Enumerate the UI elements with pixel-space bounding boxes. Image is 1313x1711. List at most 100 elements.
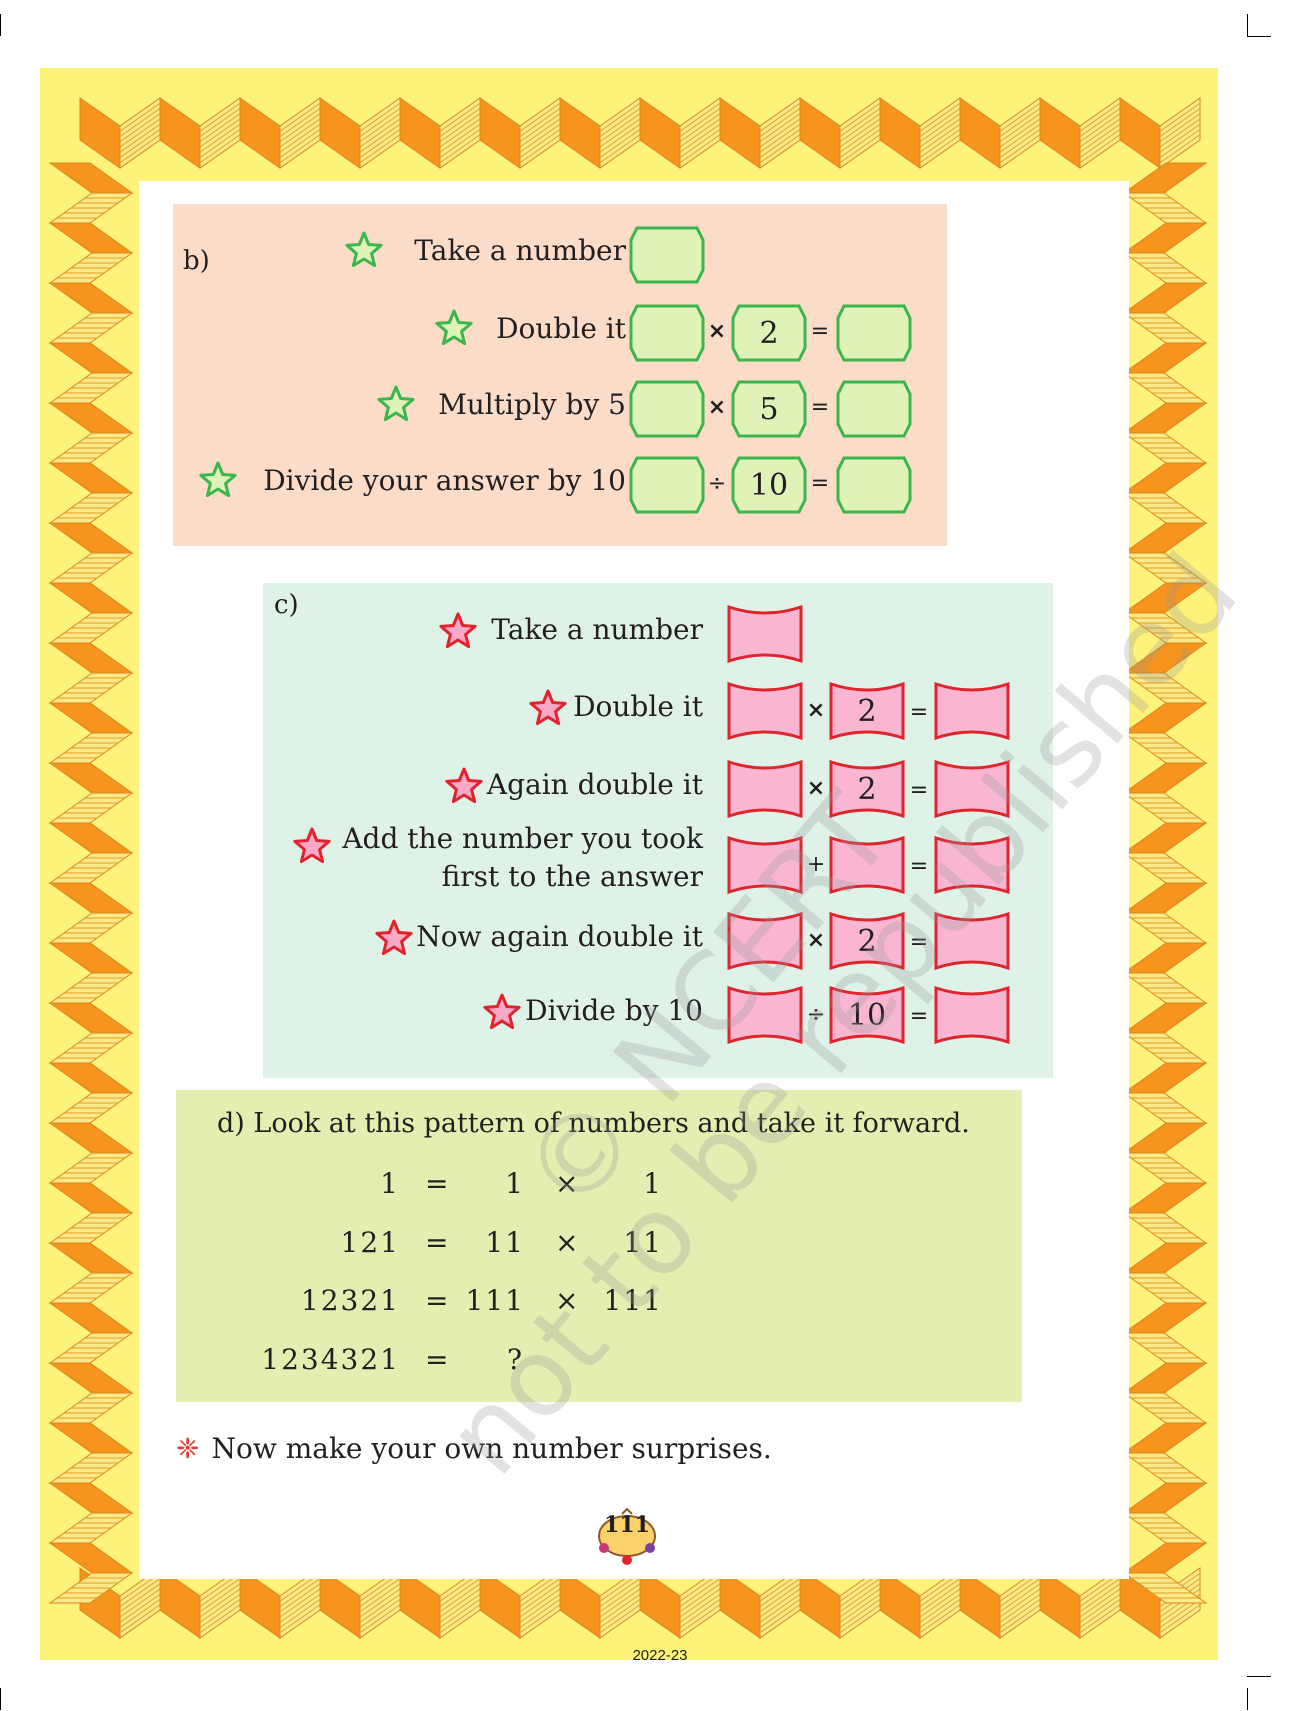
border-segment: [1122, 1482, 1208, 1514]
pattern-b: 1: [643, 1167, 663, 1200]
border-segment: [559, 97, 601, 169]
border-stripe: [839, 118, 881, 148]
pattern-times: ×: [555, 1226, 581, 1259]
border-stripe: [199, 1583, 241, 1613]
operand-value: 10: [749, 467, 789, 503]
pink-star-icon: [292, 826, 332, 866]
border-stripe: [839, 1593, 881, 1623]
input-box[interactable]: [727, 986, 803, 1044]
border-stripe: [599, 1604, 641, 1634]
border-stripe: [1079, 108, 1121, 137]
border-segment: [159, 97, 201, 169]
border-stripe: [439, 129, 481, 158]
border-stripe: [519, 113, 561, 143]
border-stripe: [919, 1588, 961, 1618]
input-box[interactable]: [727, 836, 803, 894]
border-stripe: [199, 102, 241, 132]
border-stripe: [599, 113, 641, 143]
page-number-badge-icon: [598, 1508, 656, 1565]
input-box[interactable]: [727, 760, 803, 818]
input-box[interactable]: [629, 226, 705, 284]
border-segment: [1122, 822, 1208, 854]
border-stripe: [679, 129, 721, 158]
border-stripe: [1159, 102, 1201, 132]
pattern-left: 121: [340, 1226, 400, 1259]
border-stripe: [679, 1583, 721, 1613]
border-stripe: [1159, 1599, 1201, 1628]
zigzag-border: [48, 97, 1208, 1639]
pink-star-icon: [438, 611, 478, 651]
pattern-b: 11: [623, 1226, 663, 1259]
border-segment: [48, 762, 134, 794]
result-box[interactable]: [934, 836, 1010, 894]
input-box[interactable]: [629, 304, 705, 362]
border-stripe: [1079, 129, 1121, 158]
border-stripe: [999, 118, 1041, 148]
border-stripe: [919, 1604, 961, 1634]
border-stripe: [599, 1578, 641, 1607]
result-box[interactable]: [934, 986, 1010, 1044]
result-box[interactable]: [934, 912, 1010, 970]
operator-sign: ×: [806, 928, 826, 953]
border-stripe: [1159, 113, 1201, 143]
operand-value: 2: [759, 315, 779, 351]
result-box[interactable]: [836, 456, 912, 514]
border-stripe: [999, 108, 1041, 137]
border-stripe: [119, 1588, 161, 1618]
border-stripe: [359, 1593, 401, 1623]
equals-sign: =: [810, 395, 830, 420]
step-label: Divide your answer by 10: [263, 464, 626, 497]
surprise-text: Now make your own number surprises.: [211, 1432, 772, 1465]
crop-mark: [1247, 14, 1248, 36]
border-stripe: [279, 129, 321, 158]
crop-mark: [1247, 1676, 1271, 1677]
result-box[interactable]: [934, 760, 1010, 818]
input-box[interactable]: [727, 912, 803, 970]
section-b-letter: b): [183, 246, 210, 276]
border-stripe: [759, 102, 801, 132]
step-label-line-1: Add the number you took: [342, 822, 703, 855]
border-stripe: [759, 129, 801, 158]
border-stripe: [919, 1599, 961, 1628]
border-stripe: [439, 108, 481, 137]
border-stripe: [919, 129, 961, 158]
border-stripe: [999, 102, 1041, 132]
border-segment: [48, 1362, 134, 1394]
border-segment: [1122, 762, 1208, 794]
border-segment: [1122, 222, 1208, 254]
input-box[interactable]: [629, 380, 705, 438]
border-segment: [1122, 462, 1208, 494]
border-segment: [1122, 1242, 1208, 1274]
border-stripe: [679, 113, 721, 143]
pattern-eq: =: [425, 1226, 451, 1259]
result-box[interactable]: [836, 304, 912, 362]
border-stripe: [759, 123, 801, 153]
border-segment: [1122, 582, 1208, 614]
border-stripe: [999, 1604, 1041, 1634]
border-stripe: [1159, 129, 1201, 158]
result-box[interactable]: [934, 682, 1010, 740]
border-stripe: [999, 1578, 1041, 1607]
border-stripe: [599, 1599, 641, 1628]
border-stripe: [839, 1588, 881, 1618]
step-label: Now again double it: [416, 920, 703, 953]
input-box[interactable]: [629, 456, 705, 514]
border-stripe: [599, 118, 641, 148]
border-segment: [479, 97, 521, 169]
operand-box[interactable]: [829, 836, 905, 894]
border-stripe: [999, 1583, 1041, 1613]
border-segment: [1122, 702, 1208, 734]
border-stripe: [1079, 1599, 1121, 1628]
equals-sign: =: [810, 471, 830, 496]
pink-star-icon: [444, 766, 484, 806]
operand-value: 2: [857, 771, 877, 807]
input-box[interactable]: [727, 605, 803, 663]
asterisk-icon: ❈: [176, 1432, 200, 1465]
border-stripe: [1079, 134, 1121, 164]
border-stripe: [679, 134, 721, 164]
input-box[interactable]: [727, 682, 803, 740]
crop-mark: [0, 14, 1, 36]
result-box[interactable]: [836, 380, 912, 438]
step-label: Double it: [496, 312, 626, 345]
border-stripe: [839, 1583, 881, 1613]
